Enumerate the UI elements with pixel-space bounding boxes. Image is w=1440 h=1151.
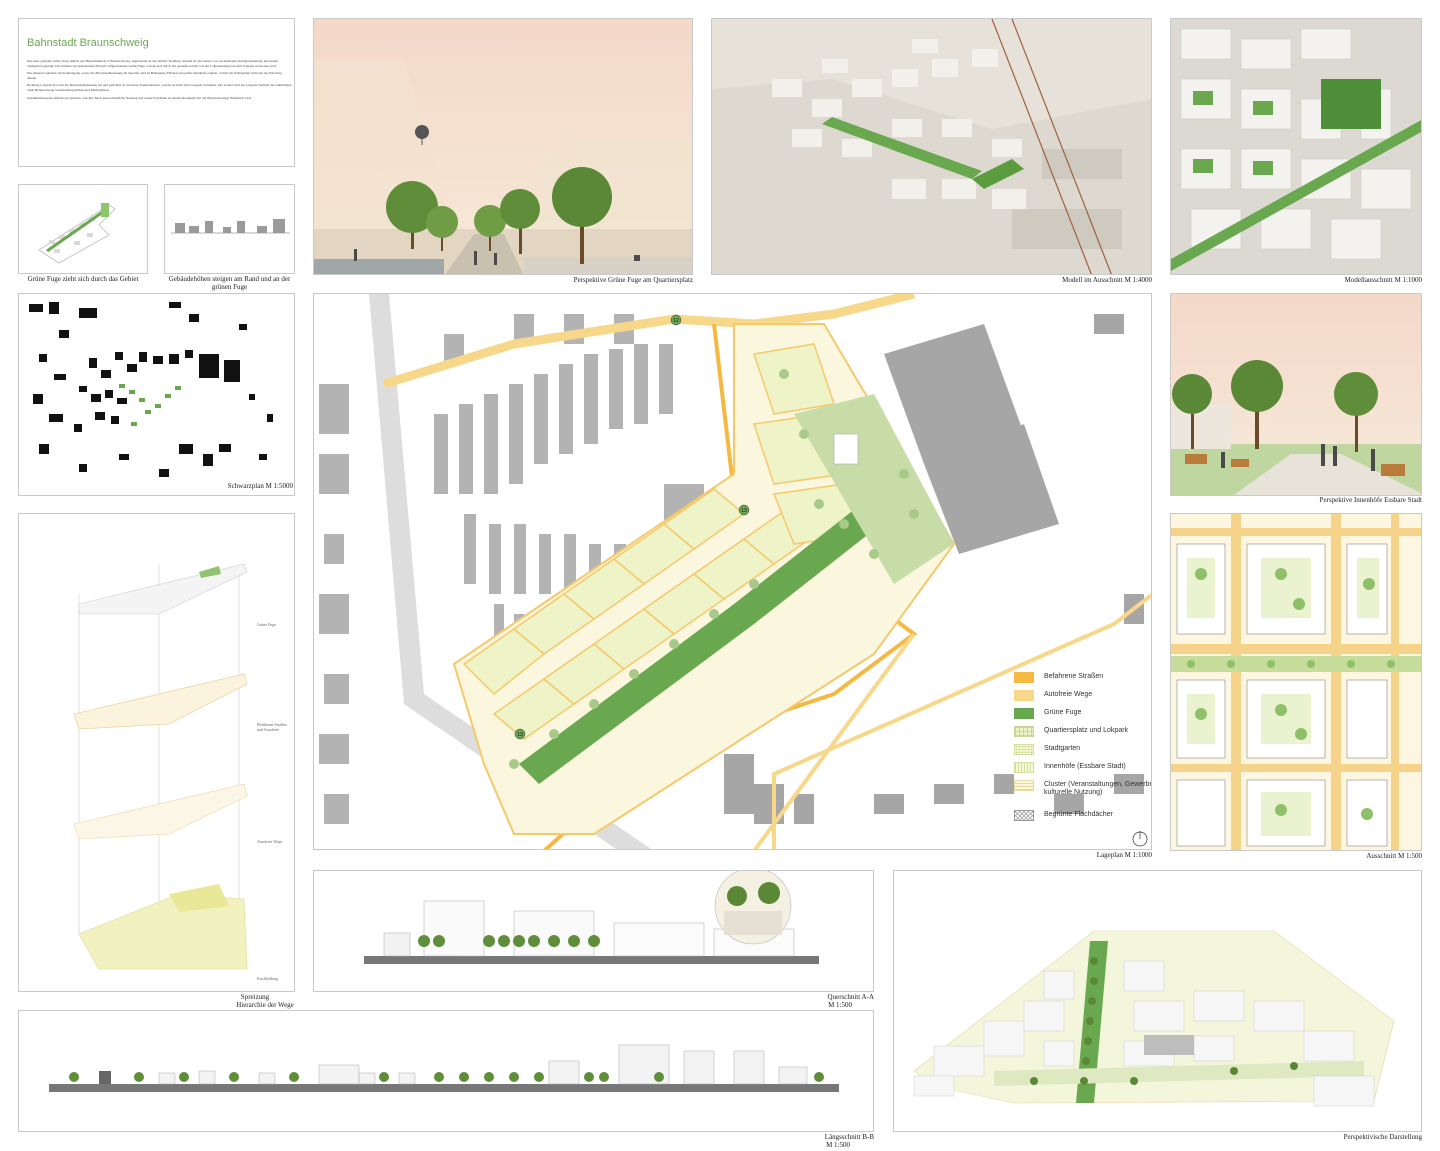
intro-text: Das neue geplante Gebiet liegt südlich d… bbox=[27, 59, 292, 103]
legend-item: Quartiersplatz und Lokpark bbox=[1014, 726, 1151, 740]
caption-model-1000: Modellausschnitt M 1:1000 bbox=[1344, 276, 1422, 284]
legend-swatch bbox=[1014, 744, 1034, 755]
caption-perspective-view: Perspektivische Darstellung bbox=[1343, 1133, 1422, 1141]
figure-ground-drawing bbox=[29, 302, 273, 477]
tree-group bbox=[386, 167, 612, 264]
caption-long-section-1: Längsschnitt B-B bbox=[824, 1133, 874, 1141]
layer-label: Autofreie Wege bbox=[257, 839, 283, 844]
legend-label: Befahrene Straßen bbox=[1044, 673, 1104, 680]
green-joint bbox=[519, 494, 894, 784]
caption-detail-500: Ausschnitt M 1:500 bbox=[1366, 852, 1422, 860]
long-section-drawing bbox=[49, 1044, 839, 1092]
intro-panel: Bahnstadt Braunschweig Das neue geplante… bbox=[18, 18, 295, 167]
legend-swatch bbox=[1014, 708, 1034, 719]
plan-marker: 13 bbox=[738, 504, 750, 516]
legend-item: Innenhöfe (Essbare Stadt) bbox=[1014, 762, 1151, 776]
site-plan-panel: 12 13 13 Befahrene Straßen Autofreie Weg… bbox=[313, 293, 1152, 850]
perspective-courtyards bbox=[1170, 293, 1422, 496]
building-heights-diagram bbox=[164, 184, 295, 274]
model-4000-drawing bbox=[712, 19, 1151, 274]
svg-text:13: 13 bbox=[741, 508, 747, 514]
detail-circle bbox=[714, 871, 792, 945]
svg-text:13: 13 bbox=[517, 732, 523, 738]
building-heights-drawing bbox=[171, 219, 290, 234]
legend-label: Innenhöfe (Essbare Stadt) bbox=[1044, 763, 1126, 770]
legend-label: Quartiersplatz und Lokpark bbox=[1044, 727, 1129, 734]
railway bbox=[369, 294, 652, 849]
layer-label: Erschließung bbox=[257, 976, 279, 981]
legend-item: Cluster (Veranstaltungen, Gewerbe, kultu… bbox=[1014, 780, 1152, 806]
caption-figure-ground: Schwarzplan M 1:5000 bbox=[227, 482, 293, 490]
legend-swatch bbox=[1014, 762, 1034, 773]
caption-long-section-2: M 1:500 bbox=[826, 1141, 850, 1149]
perspective-courtyards-drawing bbox=[1171, 294, 1421, 495]
caption-spreading-1: Spreizung bbox=[240, 993, 270, 1001]
detail-500-panel bbox=[1170, 513, 1422, 851]
legend-item: Autofreie Wege bbox=[1014, 690, 1151, 704]
model-1000-panel bbox=[1170, 18, 1422, 275]
green-joint-diagram bbox=[18, 184, 148, 274]
model-4000-panel bbox=[711, 18, 1152, 275]
intro-paragraph: Zusammenfassend entsteht ein Quartier, w… bbox=[27, 95, 252, 100]
caption-cross-section-2: M 1:500 bbox=[828, 1001, 852, 1009]
model-1000-drawing bbox=[1171, 19, 1421, 274]
legend-swatch bbox=[1014, 810, 1034, 821]
detail-500-drawing bbox=[1171, 514, 1421, 850]
project-title: Bahnstadt Braunschweig bbox=[27, 37, 149, 49]
legend-swatch bbox=[1014, 726, 1034, 737]
caption-perspective-courtyards: Perspektive Innenhöfe Essbare Stadt bbox=[1319, 496, 1422, 504]
plan-marker: 12 bbox=[670, 314, 682, 326]
layer-label: Grüne Fuge bbox=[257, 622, 276, 627]
legend-swatch bbox=[1014, 672, 1034, 683]
green-joint-drawing bbox=[38, 203, 116, 264]
perspective-view-panel bbox=[893, 870, 1422, 1132]
intro-paragraph: Die höheren Gebäude am Stadteingang, sow… bbox=[27, 71, 282, 80]
legend-item: Stadtgarten bbox=[1014, 744, 1151, 758]
legend-swatch bbox=[1014, 690, 1034, 701]
caption-perspective-green-joint: Perspektive Grüne Fuge am Quartiersplatz bbox=[573, 276, 693, 284]
spreading-panel: Grüne Fuge Befahrene Straßen und Autofre… bbox=[18, 513, 295, 992]
caption-green-joint: Grüne Fuge zieht sich durch das Gebiet bbox=[27, 275, 139, 283]
hall-building bbox=[924, 424, 1059, 554]
caption-cross-section-1: Querschnitt A-A bbox=[827, 993, 874, 1001]
legend-label: Grüne Fuge bbox=[1044, 709, 1082, 716]
long-section-panel bbox=[18, 1010, 874, 1132]
legend-label: Stadtgarten bbox=[1044, 745, 1081, 752]
layer-label: Befahrene Straßen und Autofreie bbox=[257, 722, 287, 732]
north-arrow-icon bbox=[1132, 831, 1148, 847]
cross-section-panel bbox=[313, 870, 874, 992]
cross-section-drawing bbox=[364, 871, 819, 964]
intro-paragraph: Richtung Lokpark löst sich die Blockrand… bbox=[27, 83, 292, 92]
spreading-drawing bbox=[73, 563, 248, 970]
legend-swatch bbox=[1014, 780, 1034, 791]
perspective-view-drawing bbox=[894, 871, 1421, 1131]
perspective-green-joint bbox=[313, 18, 693, 275]
legend-label: Cluster (Veranstaltungen, Gewerbe, kultu… bbox=[1044, 781, 1152, 796]
caption-spreading-2: Hierarchie der Wege bbox=[236, 1001, 294, 1009]
legend-item: Grüne Fuge bbox=[1014, 708, 1151, 722]
site-plan-drawing: 12 13 13 bbox=[314, 294, 1151, 849]
legend-label: Autofreie Wege bbox=[1044, 691, 1093, 698]
perspective-green-joint-drawing bbox=[314, 19, 692, 274]
figure-ground-panel bbox=[18, 293, 295, 496]
caption-model-4000: Modell im Ausschnitt M 1:4000 bbox=[1062, 276, 1152, 284]
caption-building-heights: Gebäudehöhen steigen am Rand und an der … bbox=[168, 275, 291, 292]
plan-marker: 13 bbox=[514, 728, 526, 740]
legend-label: Begrünte Flachdächer bbox=[1044, 811, 1113, 818]
legend-item: Begrünte Flachdächer bbox=[1014, 810, 1151, 824]
hall-building bbox=[884, 324, 1024, 464]
legend-item: Befahrene Straßen bbox=[1014, 672, 1151, 686]
svg-text:12: 12 bbox=[673, 318, 679, 324]
intro-paragraph: Das neue geplante Gebiet liegt südlich d… bbox=[27, 59, 278, 68]
caption-site-plan: Lageplan M 1:1000 bbox=[1096, 851, 1152, 859]
